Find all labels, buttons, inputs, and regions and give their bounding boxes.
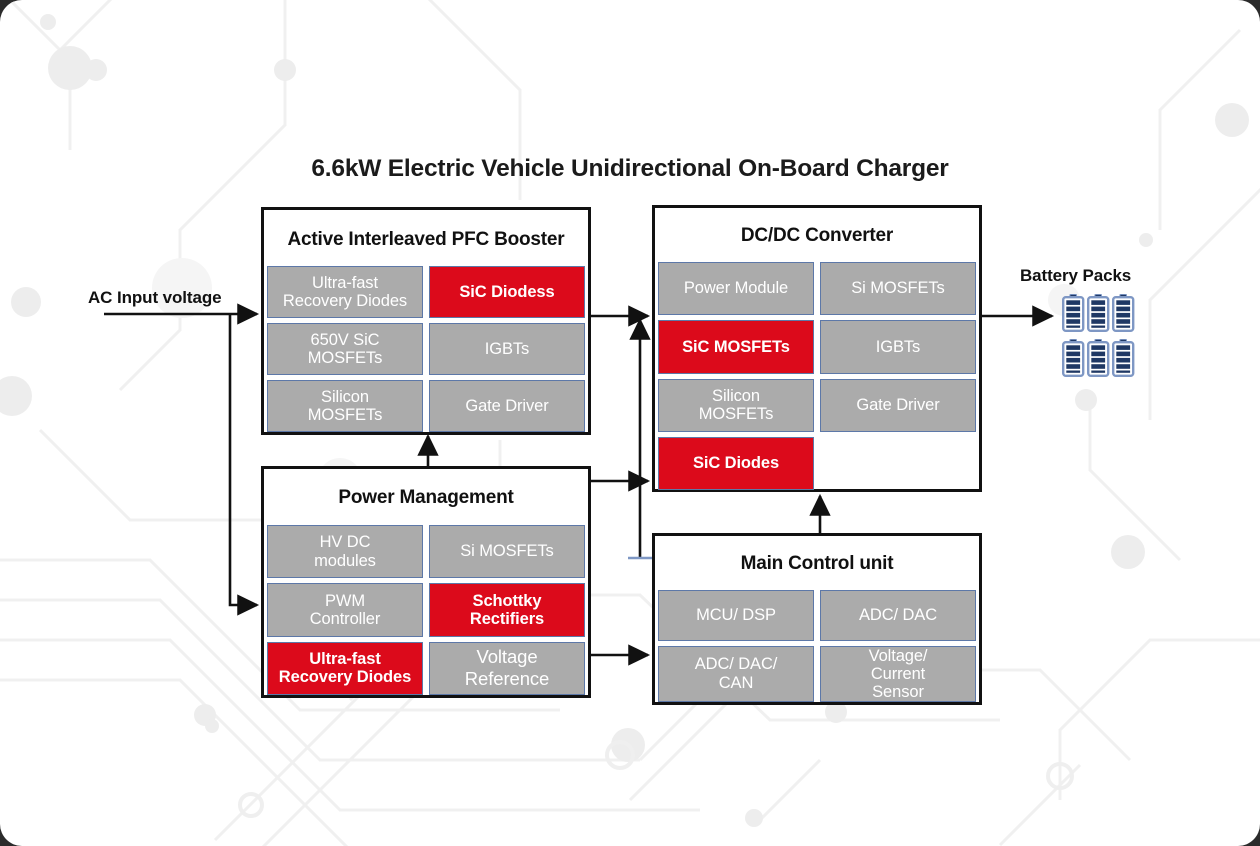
component-label: ADC/ DAC/CAN: [694, 655, 778, 692]
arrow-ac-to-power-management: [228, 314, 260, 616]
block-title-pfc-booster: Active Interleaved PFC Booster: [287, 229, 565, 250]
component-label: SiC Diodess: [459, 282, 555, 301]
component-cell[interactable]: IGBTs: [820, 320, 976, 374]
component-cell[interactable]: Si MOSFETs: [820, 262, 976, 316]
component-label: SiC MOSFETs: [682, 337, 790, 356]
battery-icon: [1062, 294, 1085, 332]
component-cell[interactable]: Gate Driver: [820, 378, 976, 432]
block-pfc-booster[interactable]: Active Interleaved PFC Booster Ultra-fas…: [261, 207, 591, 435]
component-cell[interactable]: ADC/ DAC/CAN: [658, 645, 814, 702]
component-cell[interactable]: MCU/ DSP: [658, 590, 814, 641]
component-label: IGBTs: [875, 337, 921, 356]
component-cell[interactable]: SiC MOSFETs: [658, 320, 814, 374]
battery-icon: [1086, 337, 1110, 377]
component-label: Gate Driver: [856, 395, 940, 414]
component-label: MCU/ DSP: [696, 606, 776, 625]
component-cell[interactable]: Gate Driver: [429, 380, 585, 432]
component-cell[interactable]: ADC/ DAC: [820, 590, 976, 641]
block-dcdc-converter[interactable]: DC/DC Converter Power Module Si MOSFETs …: [652, 205, 982, 492]
component-grid-main-control: MCU/ DSP ADC/ DAC ADC/ DAC/CAN Voltage/C…: [655, 590, 979, 702]
block-main-control-unit[interactable]: Main Control unit MCU/ DSP ADC/ DAC ADC/…: [652, 533, 982, 705]
block-title-dcdc-converter: DC/DC Converter: [740, 225, 894, 246]
component-cell[interactable]: Power Module: [658, 262, 814, 316]
component-label: Gate Driver: [465, 396, 549, 415]
component-cell[interactable]: IGBTs: [429, 323, 585, 375]
component-label: IGBTs: [484, 339, 530, 358]
component-label: Si MOSFETs: [460, 542, 554, 561]
label-battery-packs: Battery Packs: [1020, 266, 1132, 285]
battery-packs-icon-group: [1062, 294, 1135, 377]
battery-icon: [1111, 337, 1135, 377]
component-cell[interactable]: Si MOSFETs: [429, 525, 585, 579]
battery-icon: [1086, 294, 1110, 332]
block-title-power-management: Power Management: [338, 487, 514, 508]
battery-icon: [1111, 294, 1135, 332]
block-title-main-control-unit: Main Control unit: [740, 553, 894, 574]
battery-icon: [1062, 337, 1085, 377]
label-ac-input-voltage: AC Input voltage: [88, 288, 222, 307]
component-label: ADC/ DAC: [858, 606, 938, 625]
page-title: 6.6kW Electric Vehicle Unidirectional On…: [311, 155, 949, 182]
component-label: Si MOSFETs: [851, 279, 945, 298]
component-cell[interactable]: SiC Diodess: [429, 266, 585, 318]
component-cell-empty: [820, 437, 976, 490]
component-label: SiC Diodes: [692, 454, 780, 473]
component-grid-dcdc: Power Module Si MOSFETs SiC MOSFETs IGBT…: [655, 262, 979, 490]
component-cell[interactable]: SiC Diodes: [658, 436, 814, 490]
component-label: Power Module: [683, 279, 789, 298]
